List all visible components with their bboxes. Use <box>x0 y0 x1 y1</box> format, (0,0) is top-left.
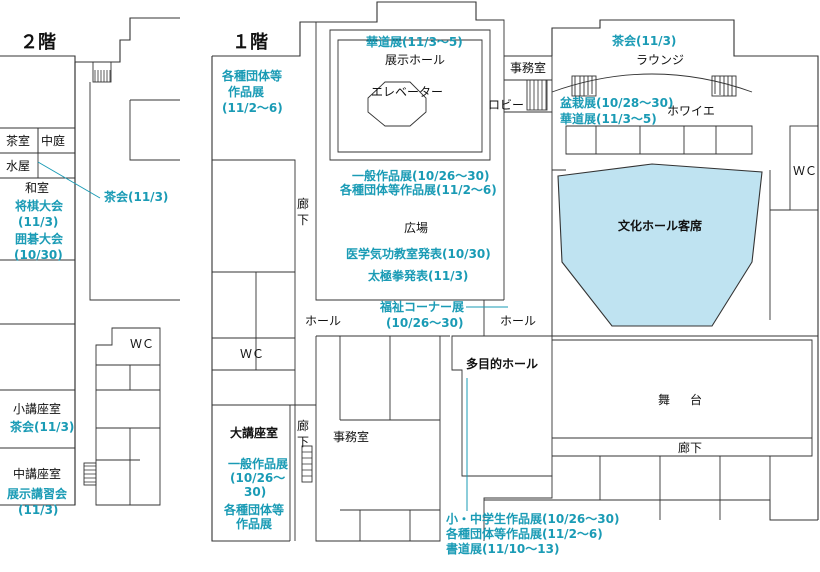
room-mizuya: 水屋 <box>6 159 30 173</box>
room-nakaniwa: 中庭 <box>41 133 65 148</box>
event-fukushi-date: (10/26〜30) <box>386 316 463 330</box>
room-chashitsu: 茶室 <box>6 133 30 148</box>
event-ippan-plaza: 一般作品展(10/26〜30) <box>352 168 489 183</box>
room-lounge: ラウンジ <box>636 53 684 67</box>
event-ippan-dk-2: (10/26〜 <box>230 471 285 485</box>
event-kakushu-plaza: 各種団体等作品展(11/2〜6) <box>339 182 497 197</box>
event-kakushu-1: 各種団体等 <box>221 68 282 83</box>
room-seats: 文化ホール客席 <box>618 218 702 233</box>
room-tamokuteki: 多目的ホール <box>466 356 538 371</box>
seating-area <box>557 163 763 327</box>
room-roka-b: 下 <box>297 213 309 227</box>
room-shokouza: 小講座室 <box>13 401 61 416</box>
leader-line-chakai-2f <box>37 161 101 199</box>
event-tenji-kosyu-date: (11/3) <box>18 503 58 517</box>
event-shogi: 将棋大会 <box>15 198 64 213</box>
event-shogi-date: (11/3) <box>18 215 58 229</box>
room-wc-2f: ＷＣ <box>130 337 154 351</box>
event-chakai-washitsu: 茶会(11/3) <box>103 189 168 204</box>
room-wc-1f-right: ＷＣ <box>793 164 817 178</box>
room-butai-a: 舞 <box>658 393 670 407</box>
room-lobby: ロビー <box>488 98 524 112</box>
event-kakushu-2: 作品展 <box>228 84 264 99</box>
room-hiroba: 広場 <box>404 221 428 235</box>
room-tenji-hall: 展示ホール <box>385 53 445 67</box>
floor-label-2f: ２階 <box>20 32 56 53</box>
event-taikyoku: 太極拳発表(11/3) <box>368 268 468 283</box>
second-floor-plan <box>0 17 180 506</box>
room-roka-bottom: 廊下 <box>678 440 702 455</box>
event-fukushi: 福祉コーナー展 <box>379 299 464 314</box>
room-hall-right: ホール <box>500 314 536 328</box>
room-elevator: エレベーター <box>371 85 443 99</box>
room-daikouza: 大講座室 <box>230 425 278 440</box>
event-chakai-lounge: 茶会(11/3) <box>611 33 676 48</box>
event-tenji-kosyu: 展示講習会 <box>7 486 68 501</box>
event-ippan-dk-1: 一般作品展 <box>228 456 288 471</box>
event-igaku: 医学気功教室発表(10/30) <box>346 246 491 261</box>
floor-label-1f: １階 <box>232 32 268 53</box>
room-hall-left: ホール <box>305 314 341 328</box>
event-kakushu-dk-2: 作品展 <box>236 516 272 531</box>
event-chakai-shokouza: 茶会(11/3) <box>9 419 74 434</box>
room-jimushitsu: 事務室 <box>333 429 369 444</box>
event-igo-date: (10/30) <box>14 248 63 262</box>
room-wc-1f-left: ＷＣ <box>240 347 264 361</box>
event-kakushu-tm: 各種団体等作品展(11/2〜6) <box>445 526 603 541</box>
event-shochu: 小・中学生作品展(10/26〜30) <box>446 511 619 526</box>
room-washitsu: 和室 <box>25 180 49 195</box>
room-roka-c: 廊 <box>297 418 309 433</box>
room-roka-d: 下 <box>297 435 309 449</box>
event-kakushu-3: (11/2〜6) <box>222 101 283 115</box>
room-jimushitsu-top: 事務室 <box>510 60 546 75</box>
room-chukouza: 中講座室 <box>13 466 61 481</box>
room-butai-b: 台 <box>690 392 702 407</box>
room-foyer: ホワイエ <box>667 104 715 118</box>
event-kado-foyer: 華道展(11/3〜5) <box>560 111 657 126</box>
first-floor-plan <box>211 1 819 542</box>
event-ippan-dk-3: 30) <box>244 485 266 499</box>
event-kado-top: 華道展(11/3〜5) <box>366 34 463 49</box>
event-bonsai: 盆栽展(10/28〜30) <box>559 95 673 110</box>
event-shodo: 書道展(11/10〜13) <box>446 541 559 556</box>
event-igo: 囲碁大会 <box>15 231 64 246</box>
room-roka-a: 廊 <box>297 196 309 211</box>
event-kakushu-dk-1: 各種団体等 <box>223 502 284 517</box>
